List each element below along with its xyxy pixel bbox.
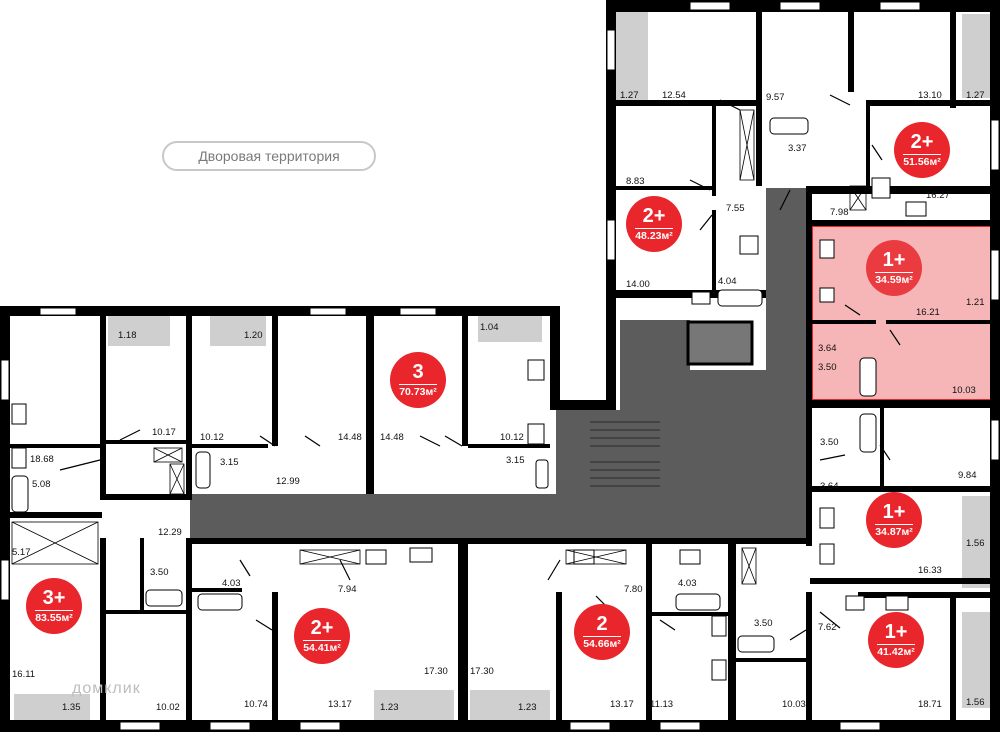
room-area-label: 8.83 [626,176,645,187]
stair-treads [590,421,660,487]
room-area-label: 16.27 [926,190,950,201]
room-area-label: 3.15 [506,455,525,466]
room-area-label: 3.64 [818,343,837,354]
room-area-label: 10.17 [152,427,176,438]
room-area-label: 17.30 [424,666,448,677]
apartment-badge[interactable]: 2 54.66м² [574,604,630,660]
yard-territory-label: Дворовая территория [162,141,376,171]
room-area-label: 1.27 [620,90,639,101]
room-area-label: 13.10 [918,90,942,101]
apartment-area: 70.73м² [399,383,437,398]
apartment-badge[interactable]: 1+ 34.87м² [866,492,922,548]
room-area-label: 10.74 [244,699,268,710]
wardrobes [11,109,867,585]
room-area-label: 4.03 [678,578,697,589]
watermark: домклик [72,680,141,697]
room-area-label: 10.12 [200,432,224,443]
room-area-label: 7.98 [830,207,849,218]
room-area-label: 12.99 [276,476,300,487]
kitchen-counters [11,177,927,681]
doors [59,94,901,641]
room-area-label: 5.08 [32,479,51,490]
room-area-label: 10.03 [782,699,806,710]
room-area-label: 14.00 [626,279,650,290]
apartment-badge[interactable]: 2+ 54.41м² [294,608,350,664]
apartment-badge[interactable]: 3 70.73м² [390,352,446,408]
apartment-area: 51.56м² [903,153,941,168]
apartment-type: 1+ [882,500,906,523]
room-area-label: 9.84 [958,470,977,481]
room-area-label: 1.35 [62,702,81,713]
room-area-label: 1.21 [966,297,985,308]
apartment-badge[interactable]: 3+ 83.55м² [26,578,82,634]
room-area-label: 3.64 [820,481,839,492]
bath-fixtures [11,117,877,653]
apartment-type: 2+ [910,130,934,153]
room-area-label: 1.27 [966,90,985,101]
room-area-label: 3.37 [788,143,807,154]
room-area-label: 16.21 [916,307,940,318]
room-area-label: 1.23 [380,702,399,713]
apartment-area: 48.23м² [635,227,673,242]
room-area-label: 14.48 [338,432,362,443]
apartment-type: 3 [412,360,424,383]
room-area-label: 13.17 [328,699,352,710]
apartment-badge[interactable]: 2+ 48.23м² [626,196,682,252]
room-area-label: 1.18 [118,330,137,341]
corridor [190,188,810,538]
room-area-label: 1.56 [966,538,985,549]
room-area-label: 16.33 [918,565,942,576]
room-area-label: 16.11 [12,669,36,680]
room-area-label: 3.50 [150,567,169,578]
apartment-type: 3+ [42,586,66,609]
room-area-label: 9.57 [766,92,785,103]
room-area-label: 3.50 [820,437,839,448]
room-area-label: 7.62 [818,622,837,633]
apartment-area: 41.42м² [877,643,915,658]
apartment-type: 2+ [642,204,666,227]
apartment-type: 2 [596,612,608,635]
apartment-badge[interactable]: 2+ 51.56м² [894,122,950,178]
apartment-type: 2+ [310,616,334,639]
apartment-area: 83.55м² [35,609,73,624]
room-area-label: 10.02 [156,702,180,713]
room-area-label: 7.80 [624,584,643,595]
apartment-type: 1+ [884,620,908,643]
room-area-label: 12.29 [158,527,182,538]
apartment-area: 54.66м² [583,635,621,650]
room-area-label: 1.56 [966,697,985,708]
room-area-label: 1.20 [244,330,263,341]
apartment-area: 34.87м² [875,523,913,538]
room-area-label: 12.54 [662,90,686,101]
room-area-label: 13.17 [610,699,634,710]
room-area-label: 7.55 [726,203,745,214]
room-area-label: 10.12 [500,432,524,443]
room-area-label: 3.50 [818,362,837,373]
apartment-badge-selected[interactable]: 1+ 34.59м² [866,240,922,296]
room-area-label: 4.03 [222,578,241,589]
apartment-area: 34.59м² [875,271,913,286]
room-area-label: 18.71 [918,699,942,710]
room-area-label: 1.04 [480,322,499,333]
room-area-label: 14.48 [380,432,404,443]
room-area-label: 1.23 [518,702,537,713]
room-area-label: 3.50 [754,618,773,629]
apartment-area: 54.41м² [303,639,341,654]
room-area-label: 4.04 [718,276,737,287]
apartment-badge[interactable]: 1+ 41.42м² [868,612,924,668]
elevator-shaft [686,320,754,366]
room-area-label: 7.94 [338,584,357,595]
room-area-label: 18.68 [30,454,54,465]
stairwell [556,410,690,494]
room-area-label: 17.30 [470,666,494,677]
apartment-type: 1+ [882,248,906,271]
room-area-label: 11.13 [650,699,674,710]
room-area-label: 3.15 [220,457,239,468]
room-area-label: 10.03 [952,385,976,396]
room-area-label: 5.17 [12,547,31,558]
